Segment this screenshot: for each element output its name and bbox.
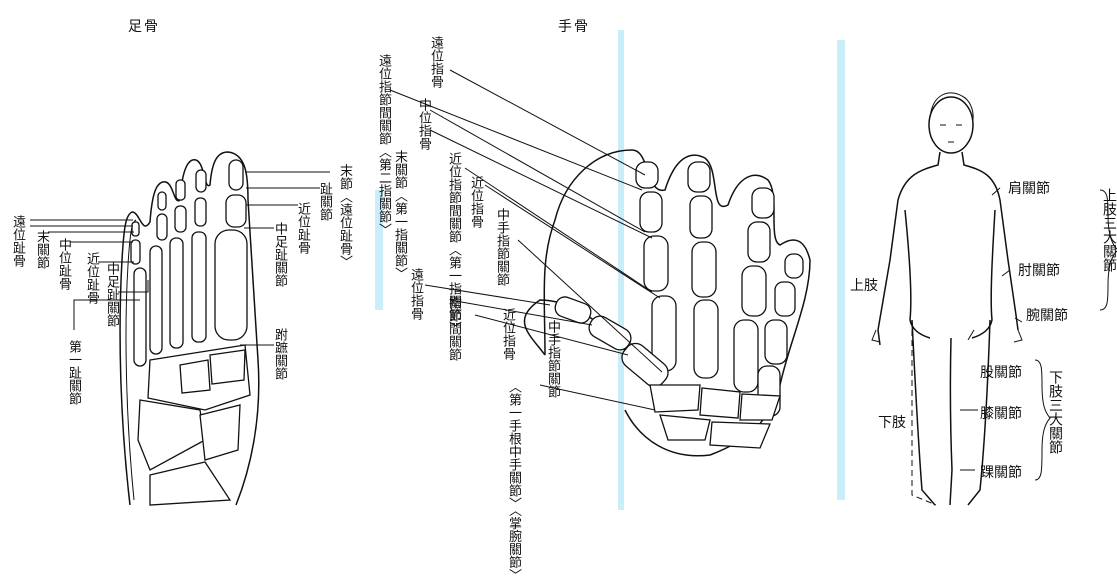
label-hip: 股關節 [980, 362, 1022, 382]
label-cmc-joint: 〈第一手根中手關節〉〈掌腕關節〉 [506, 380, 520, 582]
label-proximal-phalanx-thumb: 近位指骨 [500, 308, 514, 360]
label-upper-three: 上肢三大關節 [1102, 188, 1116, 272]
label-proximal-phalanx-b: 近位趾骨 [295, 202, 309, 254]
label-wrist: 腕關節 [1026, 305, 1068, 325]
label-knee: 膝關節 [980, 403, 1022, 423]
label-distal-joint: 末關節 [34, 230, 48, 269]
foot-panel: 足骨 [0, 0, 370, 510]
label-ip-joint: 指節間關節 [446, 296, 460, 361]
label-proximal-phalanx: 近位指骨 [468, 176, 482, 228]
label-mtp-joint-b: 中足趾關節 [272, 222, 286, 287]
label-toe-joint: 趾關節 [317, 182, 331, 221]
label-terminal-joint: 末關節〈第一指關節〉 [392, 150, 406, 280]
label-proximal-phalanx-a: 近位趾骨 [84, 252, 98, 304]
label-upper-limb: 上肢 [850, 275, 878, 295]
label-distal-phalanx: 遠位趾骨 [10, 215, 24, 267]
label-tarsometatarsal: 跗蹠關節 [272, 328, 286, 380]
label-mcp-joint-thumb: 中手指節關節 [545, 320, 559, 398]
label-mcp-joint: 中手指節關節 [494, 208, 508, 286]
body-drawing [850, 0, 1117, 510]
label-middle-phalanx: 中位趾骨 [56, 238, 70, 290]
label-first-mtp: 第一趾關節 [66, 340, 80, 405]
label-distal-phalanx-top: 遠位指骨 [428, 36, 442, 88]
body-panel: 肩關節 肘關節 腕關節 上肢 上肢三大關節 股關節 膝關節 踝關節 下肢 下肢三… [850, 0, 1117, 510]
label-shoulder: 肩關節 [1008, 178, 1050, 198]
label-mtp-joint-a: 中足趾關節 [104, 262, 118, 327]
label-dip-joint: 遠位指節間關節〈第二指關節〉 [376, 54, 390, 236]
label-ankle: 踝關節 [980, 462, 1022, 482]
label-terminal-joint: 末節〈遠位趾骨〉 [337, 164, 351, 268]
label-middle-phalanx: 中位指骨 [416, 98, 430, 150]
label-distal-phalanx-thumb: 遠位指骨 [408, 268, 422, 320]
hand-panel: 手骨 [370, 0, 850, 510]
label-lower-limb: 下肢 [878, 412, 906, 432]
label-lower-three: 下肢三大關節 [1048, 370, 1062, 454]
label-elbow: 肘關節 [1018, 260, 1060, 280]
